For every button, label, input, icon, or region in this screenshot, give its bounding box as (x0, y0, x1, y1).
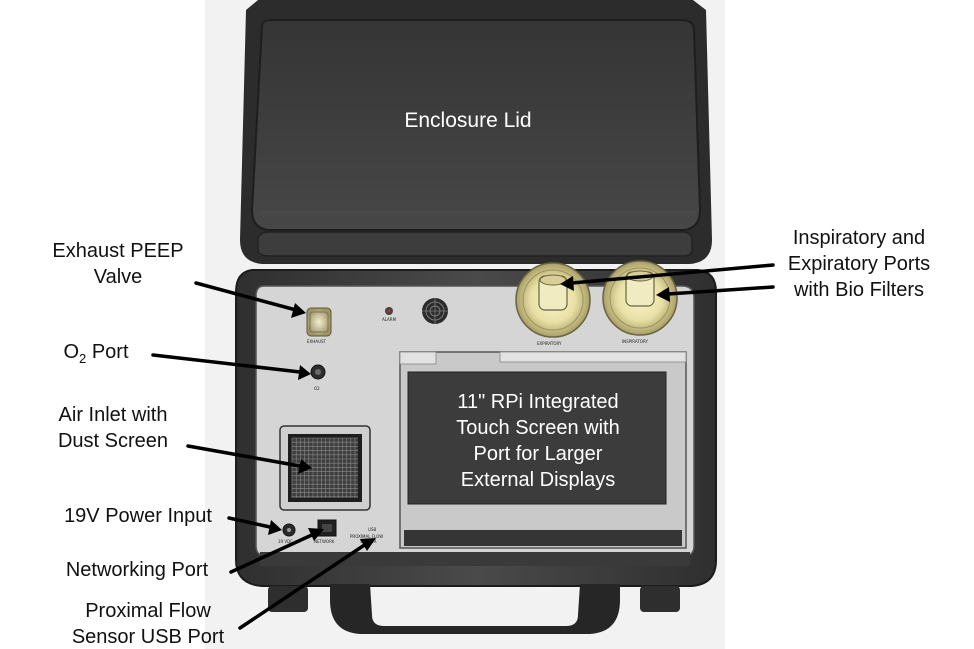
svg-text:EXPIRATORY: EXPIRATORY (537, 341, 562, 346)
svg-text:19 VDC: 19 VDC (278, 539, 293, 544)
label-networking-port: Networking Port (65, 559, 209, 581)
arrow-o2-head (298, 365, 311, 380)
svg-text:INSPIRATORY: INSPIRATORY (622, 339, 648, 344)
label-insp-exp-ports: Inspiratory and Expiratory Ports with Bi… (770, 225, 948, 303)
label-proximal-line2: Sensor USB Port (71, 626, 225, 648)
exhaust-valve: EXHAUST (306, 307, 332, 344)
arrow-network-head (308, 528, 324, 541)
touch-screen (399, 351, 687, 549)
label-touch-screen: 11" RPi Integrated Touch Screen with Por… (420, 389, 656, 493)
arrow-exhaust-head (291, 303, 306, 318)
arrow-network (229, 532, 316, 574)
fan-grill (422, 298, 448, 324)
label-proximal-flow: Proximal Flow Sensor USB Port (56, 598, 240, 649)
arrow-o2 (151, 353, 302, 374)
label-air-inlet: Air Inlet with Dust Screen (36, 402, 190, 454)
arrow-expiratory-head (656, 287, 670, 302)
arrow-usb (238, 542, 368, 630)
arrow-exhaust (194, 281, 298, 312)
arrow-air (186, 444, 302, 468)
svg-text:USB: USB (368, 527, 376, 532)
arrow-power (227, 516, 272, 529)
label-insp-line2: Expiratory Ports (787, 253, 931, 275)
arrow-air-head (298, 459, 312, 474)
label-screen-line2: Touch Screen with (456, 417, 620, 439)
o2-fitting: O2 (310, 364, 326, 391)
label-exhaust-line2: Valve (93, 266, 143, 288)
arrow-power-head (268, 520, 282, 535)
arrow-inspiratory-head (560, 276, 574, 291)
label-air-line1: Air Inlet with (58, 404, 168, 426)
alarm-led: ALARM (382, 307, 397, 322)
label-o2-sub: 2 (79, 351, 87, 366)
label-exhaust-peep: Exhaust PEEP Valve (38, 238, 198, 290)
label-proximal-line1: Proximal Flow (85, 600, 211, 622)
label-enclosure-lid: Enclosure Lid (404, 109, 532, 132)
label-air-line2: Dust Screen (57, 430, 169, 452)
label-power-input: 19V Power Input (64, 505, 212, 527)
svg-text:ALARM: ALARM (382, 317, 397, 322)
power-jack: 19 VDC (278, 523, 296, 544)
arrow-usb-head (360, 538, 376, 551)
label-o2-o: O (63, 341, 80, 363)
svg-text:O2: O2 (314, 386, 320, 391)
label-insp-line3: with Bio Filters (793, 279, 925, 301)
air-inlet-grill (279, 425, 371, 511)
label-screen-line4: External Displays (460, 469, 616, 491)
label-o2-port: O2 Port (44, 339, 148, 372)
svg-text:NETWORK: NETWORK (314, 539, 335, 544)
label-insp-line1: Inspiratory and (792, 227, 926, 249)
label-exhaust-line1: Exhaust PEEP (52, 240, 184, 262)
leader-arrows (151, 263, 775, 630)
label-o2-rest: Port (86, 341, 129, 363)
arrow-inspiratory (570, 263, 775, 285)
svg-text:EXHAUST: EXHAUST (307, 339, 326, 344)
svg-text:PROXIMAL FLOW: PROXIMAL FLOW (350, 534, 383, 539)
arrow-expiratory (666, 285, 775, 296)
ethernet-jack: NETWORK (314, 519, 337, 544)
label-screen-line1: 11" RPi Integrated (457, 391, 619, 413)
enclosure-lid (240, 0, 712, 264)
label-screen-line3: Port for Larger (473, 443, 603, 465)
